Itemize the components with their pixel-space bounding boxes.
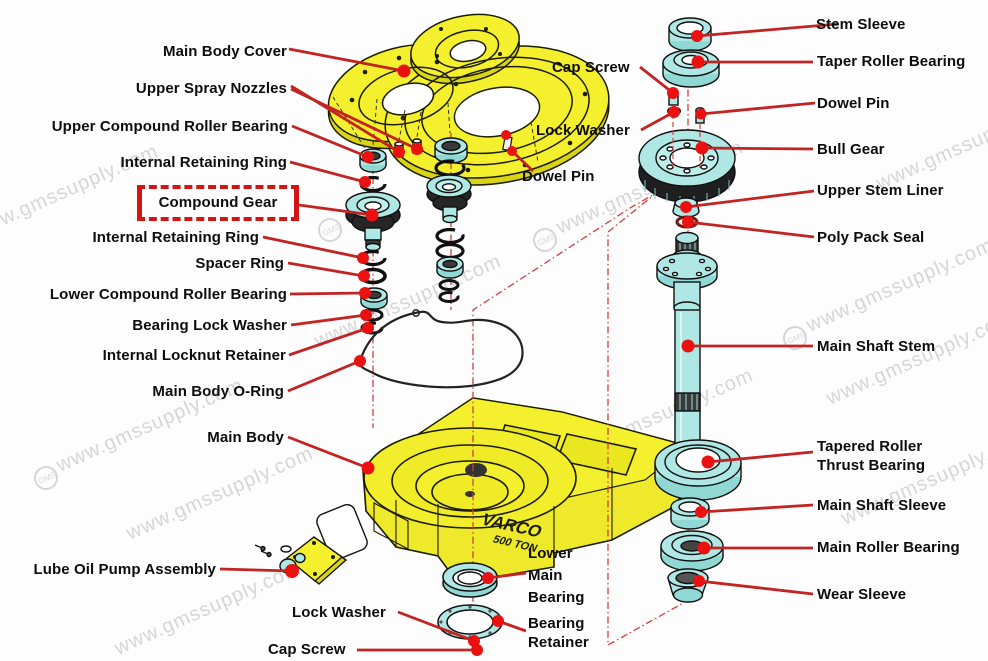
- svg-text:www.gmssupply.com: www.gmssupply.com: [122, 442, 317, 545]
- gms-logo-watermark: GMS: [34, 466, 58, 490]
- bull-gear-part: [638, 129, 736, 203]
- svg-text:GMS: GMS: [37, 470, 57, 486]
- label-internal-retaining-ring-lower: Internal Retaining Ring: [92, 229, 259, 246]
- label-bull-gear: Bull Gear: [817, 141, 885, 158]
- label-cap-screw-mid: Cap Screw: [552, 59, 630, 76]
- svg-text:www.gmssupply.com: www.gmssupply.com: [822, 307, 988, 410]
- label-upper-spray-nozzles: Upper Spray Nozzles: [135, 80, 287, 97]
- label-upper-compound-roller-bearing: Upper Compound Roller Bearing: [51, 118, 288, 135]
- main-roller-bearing-part: [660, 530, 724, 572]
- svg-text:GMS: GMS: [321, 222, 341, 238]
- main-shaft-sleeve-part: [670, 497, 710, 530]
- label-main-shaft-sleeve: Main Shaft Sleeve: [817, 497, 947, 514]
- gms-logo-watermark: GMS: [533, 228, 557, 252]
- label-poly-pack-seal: Poly Pack Seal: [817, 229, 925, 246]
- leader-lines: [219, 22, 839, 652]
- label-stem-sleeve: Stem Sleeve: [816, 16, 906, 33]
- label-taper-roller-bearing: Taper Roller Bearing: [817, 53, 966, 70]
- label-main-shaft-stem: Main Shaft Stem: [817, 338, 936, 355]
- gms-logo-watermark: GMS: [783, 326, 807, 350]
- label-tapered-roller-thrust-bearing: Tapered Roller Thrust Bearing: [817, 438, 926, 474]
- label-main-body: Main Body: [207, 429, 284, 446]
- label-dowel-pin-right: Dowel Pin: [817, 95, 890, 112]
- svg-text:GMS: GMS: [786, 330, 806, 346]
- label-lock-washer-bottom: Lock Washer: [292, 604, 386, 621]
- main-body-o-ring-part: [358, 309, 524, 389]
- label-bearing-lock-washer: Bearing Lock Washer: [132, 317, 287, 334]
- label-spacer-ring: Spacer Ring: [195, 255, 284, 272]
- label-internal-locknut-retainer: Internal Locknut Retainer: [102, 347, 286, 364]
- label-compound-gear: Compound Gear: [158, 194, 278, 211]
- label-bearing-retainer: Bearing Retainer: [528, 615, 589, 651]
- bearing-retainer-part: [437, 604, 503, 640]
- label-dowel-pin-mid: Dowel Pin: [522, 168, 595, 185]
- label-main-body-o-ring: Main Body O-Ring: [152, 383, 284, 400]
- compound-gear-stack-right: [426, 137, 472, 303]
- lube-oil-pump-assembly-part: [254, 503, 368, 585]
- label-main-body-cover: Main Body Cover: [162, 43, 287, 60]
- tapered-roller-thrust-bearing-part: [654, 439, 742, 501]
- label-lube-oil-pump-assembly: Lube Oil Pump Assembly: [33, 561, 216, 578]
- label-lower-compound-roller-bearing: Lower Compound Roller Bearing: [49, 286, 287, 303]
- label-lock-washer-mid: Lock Washer: [536, 122, 630, 139]
- label-wear-sleeve: Wear Sleeve: [817, 586, 907, 603]
- label-cap-screw-bottom: Cap Screw: [268, 641, 346, 658]
- gms-logo-watermark: GMS: [318, 218, 342, 242]
- svg-text:www.gmssupply.com: www.gmssupply.com: [802, 234, 988, 337]
- leader-dots: [285, 30, 715, 656]
- label-main-roller-bearing: Main Roller Bearing: [817, 539, 960, 556]
- label-lower-main-bearing: Lower Main Bearing: [528, 545, 585, 606]
- compound-gear-highlight-box: Compound Gear: [137, 185, 299, 221]
- svg-text:GMS: GMS: [536, 232, 556, 248]
- label-internal-retaining-ring-upper: Internal Retaining Ring: [120, 154, 287, 171]
- label-upper-stem-liner: Upper Stem Liner: [817, 182, 944, 199]
- taper-roller-bearing-part: [662, 49, 720, 88]
- main-body-part: VARCO 500 TON: [361, 397, 690, 577]
